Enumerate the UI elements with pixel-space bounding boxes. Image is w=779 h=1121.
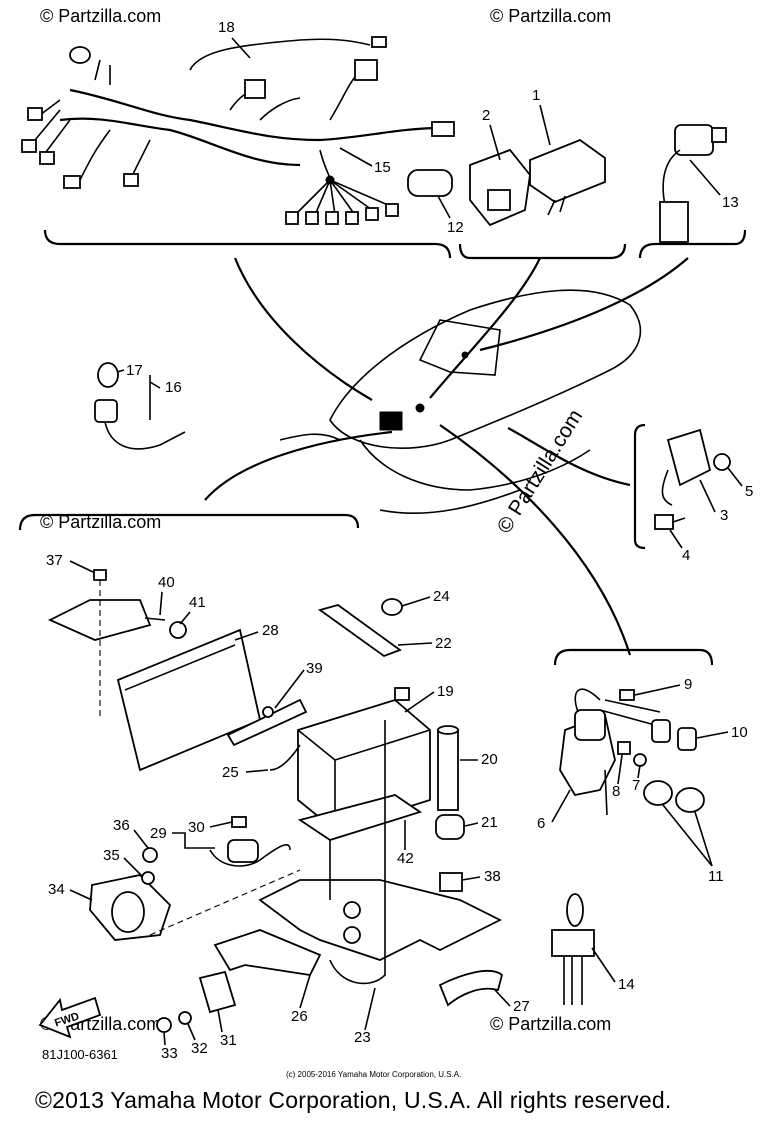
label-16: 16 [165,379,182,396]
small-copyright-watermark: (c) 2005-2016 Yamaha Motor Corporation, … [286,1070,462,1079]
part-39-cable [226,698,308,747]
part-2-cdi-unit [469,148,531,227]
ignitor-brace [458,243,627,260]
part-1-rectifier [529,138,606,216]
watermark-top-right: © Partzilla.com [490,6,611,26]
label-22: 22 [435,635,452,652]
label-1: 1 [532,87,540,104]
regulator-brace [633,423,646,550]
label-8: 8 [612,783,620,800]
label-42: 42 [397,850,414,867]
part-37-40-41-bracket [47,569,187,720]
label-24: 24 [433,588,450,605]
part-10-spark-plug-caps [599,699,697,751]
label-20: 20 [481,751,498,768]
part-20-rod [437,725,459,811]
label-27: 27 [513,998,530,1015]
label-31: 31 [220,1032,237,1049]
switch-brace [638,229,747,259]
part-6-ignition-coil [559,688,616,816]
part-14-toggle-switch [551,893,595,1005]
leader-lines [204,257,689,656]
part-29-30-fuse [209,816,291,867]
watermark-mid-left: © Partzilla.com [40,512,161,532]
part-7-8-9-hardware [617,689,647,767]
label-30: 30 [188,819,205,836]
label-21: 21 [481,814,498,831]
label-37: 37 [46,552,63,569]
label-17: 17 [126,362,143,379]
part-35-36-nuts [141,847,158,885]
label-4: 4 [682,547,690,564]
battery-group-brace [18,513,360,531]
label-12: 12 [447,219,464,236]
snowmobile-body [279,289,642,515]
label-35: 35 [103,847,120,864]
label-39: 39 [306,660,323,677]
label-3: 3 [720,507,728,524]
label-10: 10 [731,724,748,741]
label-18: 18 [218,19,235,36]
label-2: 2 [482,107,490,124]
label-38: 38 [484,868,501,885]
label-25: 25 [222,764,239,781]
watermark-top-left: © Partzilla.com [40,6,161,26]
ignition-coil-brace [553,648,714,666]
label-14: 14 [618,976,635,993]
copyright-notice: ©2013 Yamaha Motor Corporation, U.S.A. A… [35,1087,672,1113]
label-7: 7 [632,777,640,794]
label-13: 13 [722,194,739,211]
watermark-bottom-right: © Partzilla.com [490,1014,611,1034]
label-41: 41 [189,594,206,611]
part-16-17-bulb-socket [94,362,186,450]
part-5-nut [713,453,731,471]
part-13-main-switch [659,124,727,243]
part-25-battery-lead [269,744,301,771]
part-12-fuse-holder [407,169,453,197]
part-22-strap [317,604,402,658]
part-21-grommet [435,814,465,840]
label-15: 15 [374,159,391,176]
label-34: 34 [48,881,65,898]
watermark-rotated: © Partzilla.com [493,405,587,537]
label-36: 36 [113,817,130,834]
label-19: 19 [437,683,454,700]
part-labels: 1 2 3 4 5 6 7 8 9 10 11 12 13 14 15 16 1… [46,19,753,1062]
part-27-clamp [438,970,504,1007]
label-29: 29 [150,825,167,842]
label-5: 5 [745,483,753,500]
label-28: 28 [262,622,279,639]
part-38-nut [439,872,463,892]
label-6: 6 [537,815,545,832]
label-40: 40 [158,574,175,591]
part-34-starter-relay [89,869,301,941]
diagram-reference-code: 81J100-6361 [42,1047,118,1062]
part-4-bolt [654,514,686,530]
part-31-terminal [198,970,237,1014]
part-28-battery-cover [116,628,262,772]
part-23-battery-base [258,720,503,985]
part-32-33-nuts [156,1011,192,1033]
fwd-arrow: FWD [38,996,102,1039]
label-9: 9 [684,676,692,693]
part-24-damper [381,598,403,616]
part-3-voltage-regulator [661,428,712,506]
wire-harness [21,36,455,225]
label-32: 32 [191,1040,208,1057]
part-26-bracket [213,929,322,976]
harness-brace [43,229,452,259]
label-33: 33 [161,1045,178,1062]
label-23: 23 [354,1029,371,1046]
label-11: 11 [708,868,724,885]
part-42-pad [297,794,423,841]
label-26: 26 [291,1008,308,1025]
part-11-caps [643,780,705,813]
